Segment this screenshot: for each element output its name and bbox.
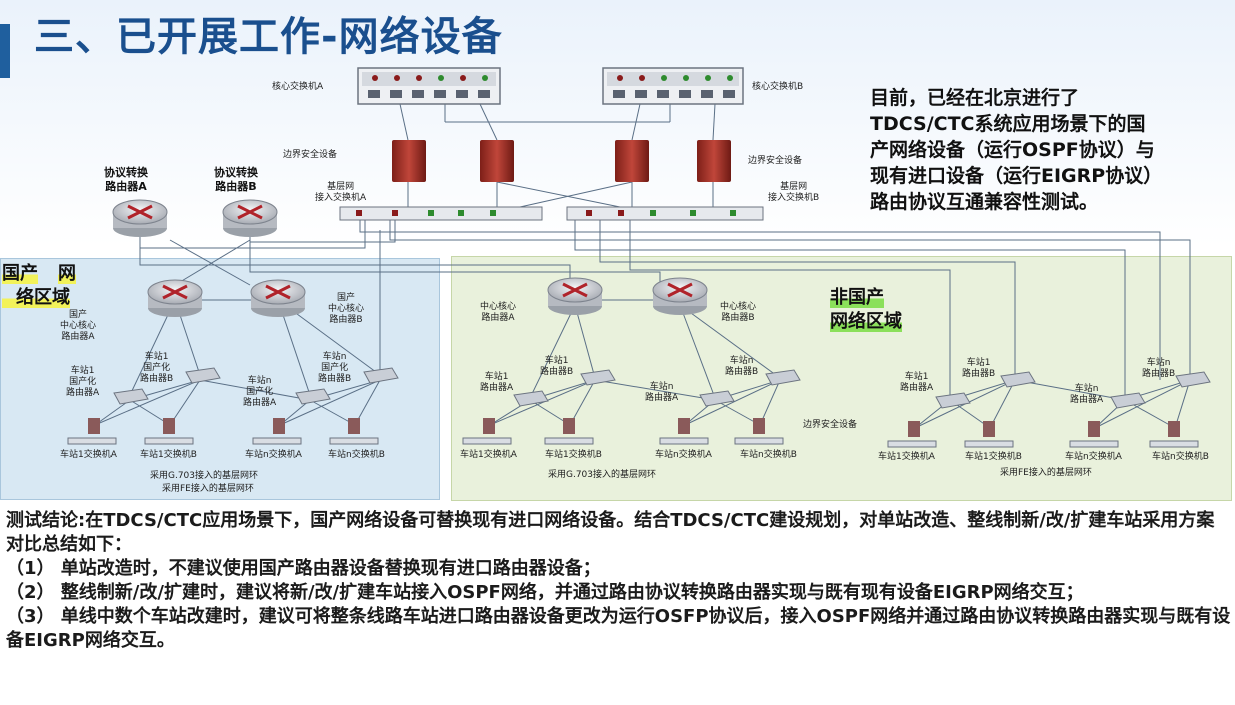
border-security-right-label: 边界安全设备	[748, 156, 803, 166]
imp-stn-b-label: 车站n 路由器B	[725, 356, 759, 377]
core-switch-a-label: 核心交换机A	[272, 82, 324, 92]
imp-r-swn-b-label: 车站n交换机B	[1152, 452, 1209, 462]
dom-core-a-label: 国产 中心核心 路由器A	[60, 310, 97, 342]
test-summary-note: 目前，已经在北京进行了 TDCS/CTC系统应用场景下的国 产网络设备（运行OS…	[870, 87, 1163, 213]
dom-sw1-b-label: 车站1交换机B	[140, 450, 197, 460]
conv-router-b-label: 协议转换 路由器B	[214, 166, 258, 193]
border-security-lower-label: 边界安全设备	[803, 420, 858, 430]
dom-ring-2-label: 采用FE接入的基层网环	[162, 484, 254, 494]
domestic-network-region	[0, 258, 440, 500]
dom-ring-1-label: 采用G.703接入的基层网环	[150, 471, 259, 481]
imp-ring-2-label: 采用FE接入的基层网环	[1000, 468, 1092, 478]
imp-sw1-a-label: 车站1交换机A	[460, 450, 517, 460]
imp-st1-a-label: 车站1 路由器A	[480, 372, 514, 393]
imp-sw1-b-label: 车站1交换机B	[545, 450, 602, 460]
imp-stn-a-label: 车站n 路由器A	[645, 382, 679, 403]
imp-core-b-label: 中心核心 路由器B	[720, 302, 757, 323]
conclusion-intro: 测试结论:在TDCS/CTC应用场景下，国产网络设备可替换现有进口网络设备。结合…	[6, 510, 1215, 555]
router-icon	[112, 199, 708, 317]
imp-r-sw1-b-label: 车站1交换机B	[965, 452, 1022, 462]
core-switch-b-icon	[602, 67, 744, 105]
dom-st1-a-label: 车站1 国产化 路由器A	[66, 366, 100, 398]
region-import-label: 非国产 网络区域	[830, 287, 902, 332]
imp-r-swn-a-label: 车站n交换机A	[1065, 452, 1122, 462]
imp-r-stn-b-label: 车站n 路由器B	[1142, 358, 1176, 379]
imp-swn-a-label: 车站n交换机A	[655, 450, 712, 460]
page-title: 三、已开展工作-网络设备	[34, 14, 503, 60]
imp-st1-b-label: 车站1 路由器B	[540, 356, 574, 377]
station-switch-icon	[67, 418, 1199, 448]
test-conclusion: 测试结论:在TDCS/CTC应用场景下，国产网络设备可替换现有进口网络设备。结合…	[6, 509, 1231, 653]
imp-core-a-label: 中心核心 路由器A	[480, 302, 517, 323]
imp-r-sw1-a-label: 车站1交换机A	[878, 452, 935, 462]
conclusion-item-2: （2） 整线制新/改/扩建时，建议将新/改/扩建车站接入OSPF网络，并通过路由…	[6, 582, 1084, 603]
access-switch-b-label: 基层网 接入交换机B	[768, 182, 820, 203]
title-accent-bar	[0, 24, 10, 78]
imp-r-stn-a-label: 车站n 路由器A	[1070, 384, 1104, 405]
conclusion-item-1: （1） 单站改造时，不建议使用国产路由器设备替换现有进口路由器设备；	[6, 558, 601, 579]
station-router-icon	[113, 367, 1211, 409]
imp-r-st1-b-label: 车站1 路由器B	[962, 358, 996, 379]
dom-swn-a-label: 车站n交换机A	[245, 450, 302, 460]
dom-st1-b-label: 车站1 国产化 路由器B	[140, 352, 174, 384]
dom-sw1-a-label: 车站1交换机A	[60, 450, 117, 460]
imp-ring-1-label: 采用G.703接入的基层网环	[548, 470, 657, 480]
access-switch-icon	[339, 206, 764, 221]
region-domestic-label: 国产网 络区域	[2, 263, 76, 308]
conclusion-item-3: （3） 单线中数个车站改建时，建议可将整条线路车站进口路由器设备更改为运行OSF…	[6, 606, 1231, 651]
conv-router-a-label: 协议转换 路由器A	[104, 166, 148, 193]
dom-core-b-label: 国产 中心核心 路由器B	[328, 293, 365, 325]
dom-stn-b-label: 车站n 国产化 路由器B	[318, 352, 352, 384]
core-switch-b-label: 核心交换机B	[752, 82, 804, 92]
access-switch-a-label: 基层网 接入交换机A	[315, 182, 367, 203]
imp-r-st1-a-label: 车站1 路由器A	[900, 372, 934, 393]
firewall-icon	[392, 140, 731, 182]
dom-swn-b-label: 车站n交换机B	[328, 450, 385, 460]
links	[94, 103, 1191, 429]
border-security-left-label: 边界安全设备	[283, 150, 338, 160]
dom-stn-a-label: 车站n 国产化 路由器A	[243, 376, 277, 408]
core-switch-a-icon	[357, 67, 501, 105]
imp-swn-b-label: 车站n交换机B	[740, 450, 797, 460]
